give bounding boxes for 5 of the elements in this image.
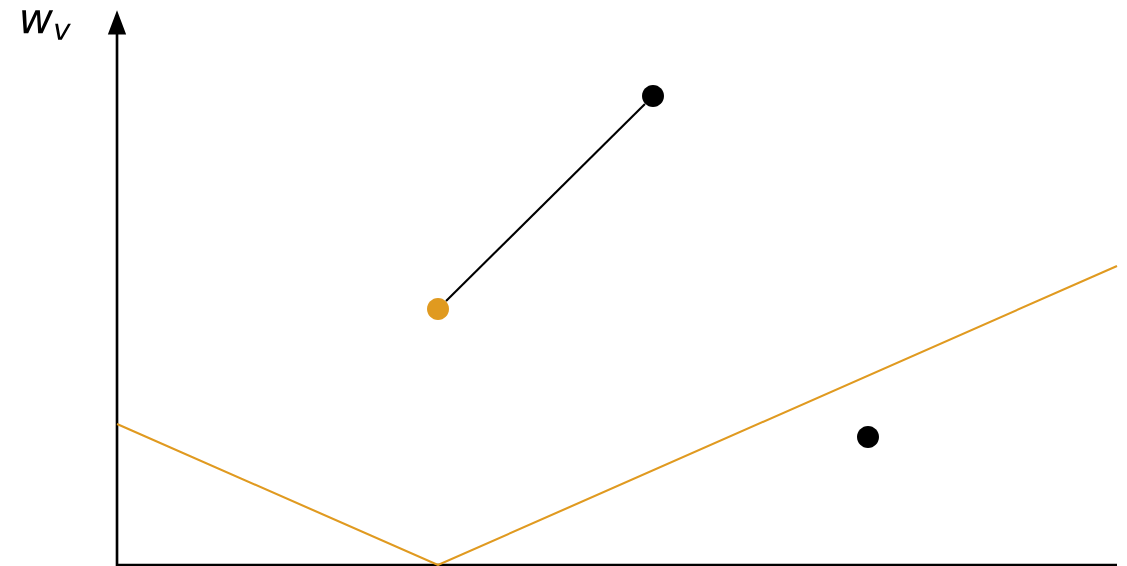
dot: [857, 426, 879, 448]
axis-label: w$_{v}$: [22, 10, 71, 40]
dot: [427, 298, 449, 320]
dot: [642, 85, 664, 107]
line: [445, 103, 646, 302]
